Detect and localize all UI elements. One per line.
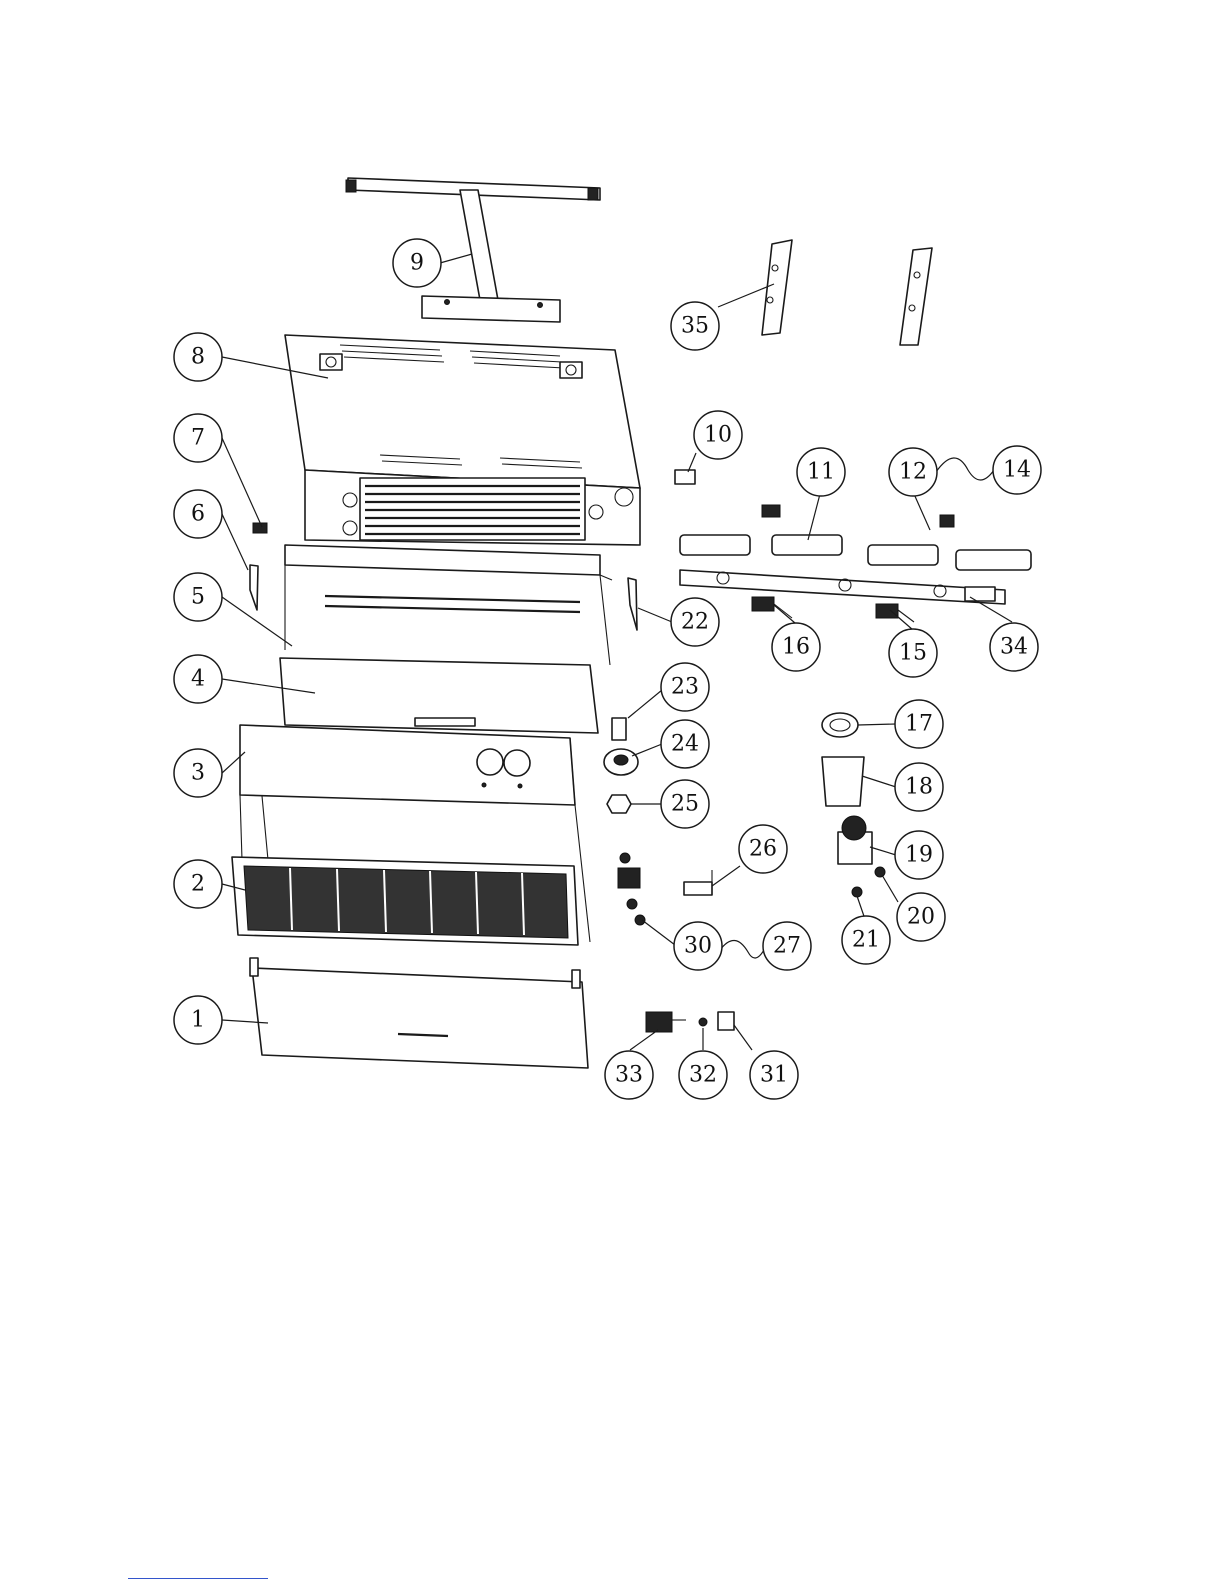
part-30-fittings: [618, 853, 645, 925]
callout-22: 22: [671, 598, 719, 646]
callout-5: 5: [174, 573, 222, 621]
part-33-valve: [646, 1012, 686, 1032]
svg-text:5: 5: [191, 585, 205, 610]
part-4-inner-panel: [280, 658, 598, 733]
callout-34: 34: [990, 623, 1038, 671]
part-2-front-grille: [232, 857, 578, 945]
part-35-feet: [762, 240, 932, 345]
svg-text:27: 27: [773, 934, 801, 959]
svg-text:32: 32: [689, 1063, 717, 1088]
svg-text:9: 9: [410, 251, 424, 276]
svg-text:33: 33: [615, 1063, 643, 1088]
svg-text:15: 15: [899, 641, 927, 666]
part-10-clip: [675, 470, 695, 484]
callout-24: 24: [661, 720, 709, 768]
part-23-knob-shaft: [612, 718, 626, 740]
part-26-bracket: [684, 870, 712, 895]
svg-text:6: 6: [191, 502, 205, 527]
svg-text:2: 2: [191, 872, 205, 897]
svg-text:30: 30: [684, 934, 712, 959]
callout-27: 27: [763, 922, 811, 970]
svg-text:8: 8: [191, 345, 205, 370]
part-6-side-bracket: [250, 565, 258, 610]
svg-text:34: 34: [1000, 635, 1028, 660]
callout-23: 23: [661, 663, 709, 711]
svg-text:22: 22: [681, 610, 709, 635]
svg-text:4: 4: [191, 667, 205, 692]
callout-8: 8: [174, 333, 222, 381]
svg-text:11: 11: [807, 460, 835, 485]
part-22-side-bracket: [628, 578, 637, 630]
callout-30: 30: [674, 922, 722, 970]
svg-text:25: 25: [671, 792, 699, 817]
svg-text:12: 12: [899, 460, 927, 485]
part-8-top-cover: [285, 335, 640, 488]
part-20-21-fittings: [852, 867, 885, 897]
callout-21: 21: [842, 916, 890, 964]
callout-33: 33: [605, 1051, 653, 1099]
svg-text:26: 26: [749, 837, 777, 862]
part-7-small-fitting: [253, 523, 267, 533]
callout-1: 1: [174, 996, 222, 1044]
callout-18: 18: [895, 763, 943, 811]
part-9-mounting-bracket: [346, 178, 600, 322]
part-18-bracket: [822, 757, 864, 806]
callout-9: 9: [393, 239, 441, 287]
callout-25: 25: [661, 780, 709, 828]
svg-text:10: 10: [704, 423, 732, 448]
part-31-cap: [718, 1012, 734, 1030]
callout-17: 17: [895, 700, 943, 748]
footer-rule: [128, 1578, 268, 1579]
part-15-valve: [876, 604, 914, 622]
part-1-front-panel: [250, 958, 588, 1068]
callout-12: 12: [889, 448, 937, 496]
callout-7: 7: [174, 414, 222, 462]
callout-4: 4: [174, 655, 222, 703]
callout-2: 2: [174, 860, 222, 908]
callout-14: 14: [993, 446, 1041, 494]
callout-15: 15: [889, 629, 937, 677]
part-24-knob: [604, 749, 638, 775]
callout-11: 11: [797, 448, 845, 496]
part-19-valve-body: [838, 816, 872, 864]
callout-26: 26: [739, 825, 787, 873]
part-34-burner-rail: [680, 570, 1005, 604]
svg-text:7: 7: [191, 426, 205, 451]
callout-20: 20: [897, 893, 945, 941]
svg-text:1: 1: [191, 1008, 205, 1033]
svg-text:20: 20: [907, 905, 935, 930]
callout-32: 32: [679, 1051, 727, 1099]
part-11-burners: [680, 505, 1031, 570]
callout-16: 16: [772, 623, 820, 671]
callout-35: 35: [671, 302, 719, 350]
svg-text:14: 14: [1003, 458, 1031, 483]
svg-text:18: 18: [905, 775, 933, 800]
svg-text:19: 19: [905, 843, 933, 868]
part-5-inner-frame: [285, 545, 612, 665]
callout-19: 19: [895, 831, 943, 879]
callout-31: 31: [750, 1051, 798, 1099]
svg-text:23: 23: [671, 675, 699, 700]
callout-10: 10: [694, 411, 742, 459]
svg-text:16: 16: [782, 635, 810, 660]
part-17-ring: [822, 713, 858, 737]
callout-6: 6: [174, 490, 222, 538]
part-25-nut: [607, 795, 631, 813]
svg-text:21: 21: [852, 928, 880, 953]
svg-text:24: 24: [671, 732, 699, 757]
svg-text:31: 31: [760, 1063, 788, 1088]
svg-text:3: 3: [191, 761, 205, 786]
part-32-washer: [699, 1018, 707, 1026]
callout-3: 3: [174, 749, 222, 797]
svg-text:35: 35: [681, 314, 709, 339]
svg-text:17: 17: [905, 712, 933, 737]
